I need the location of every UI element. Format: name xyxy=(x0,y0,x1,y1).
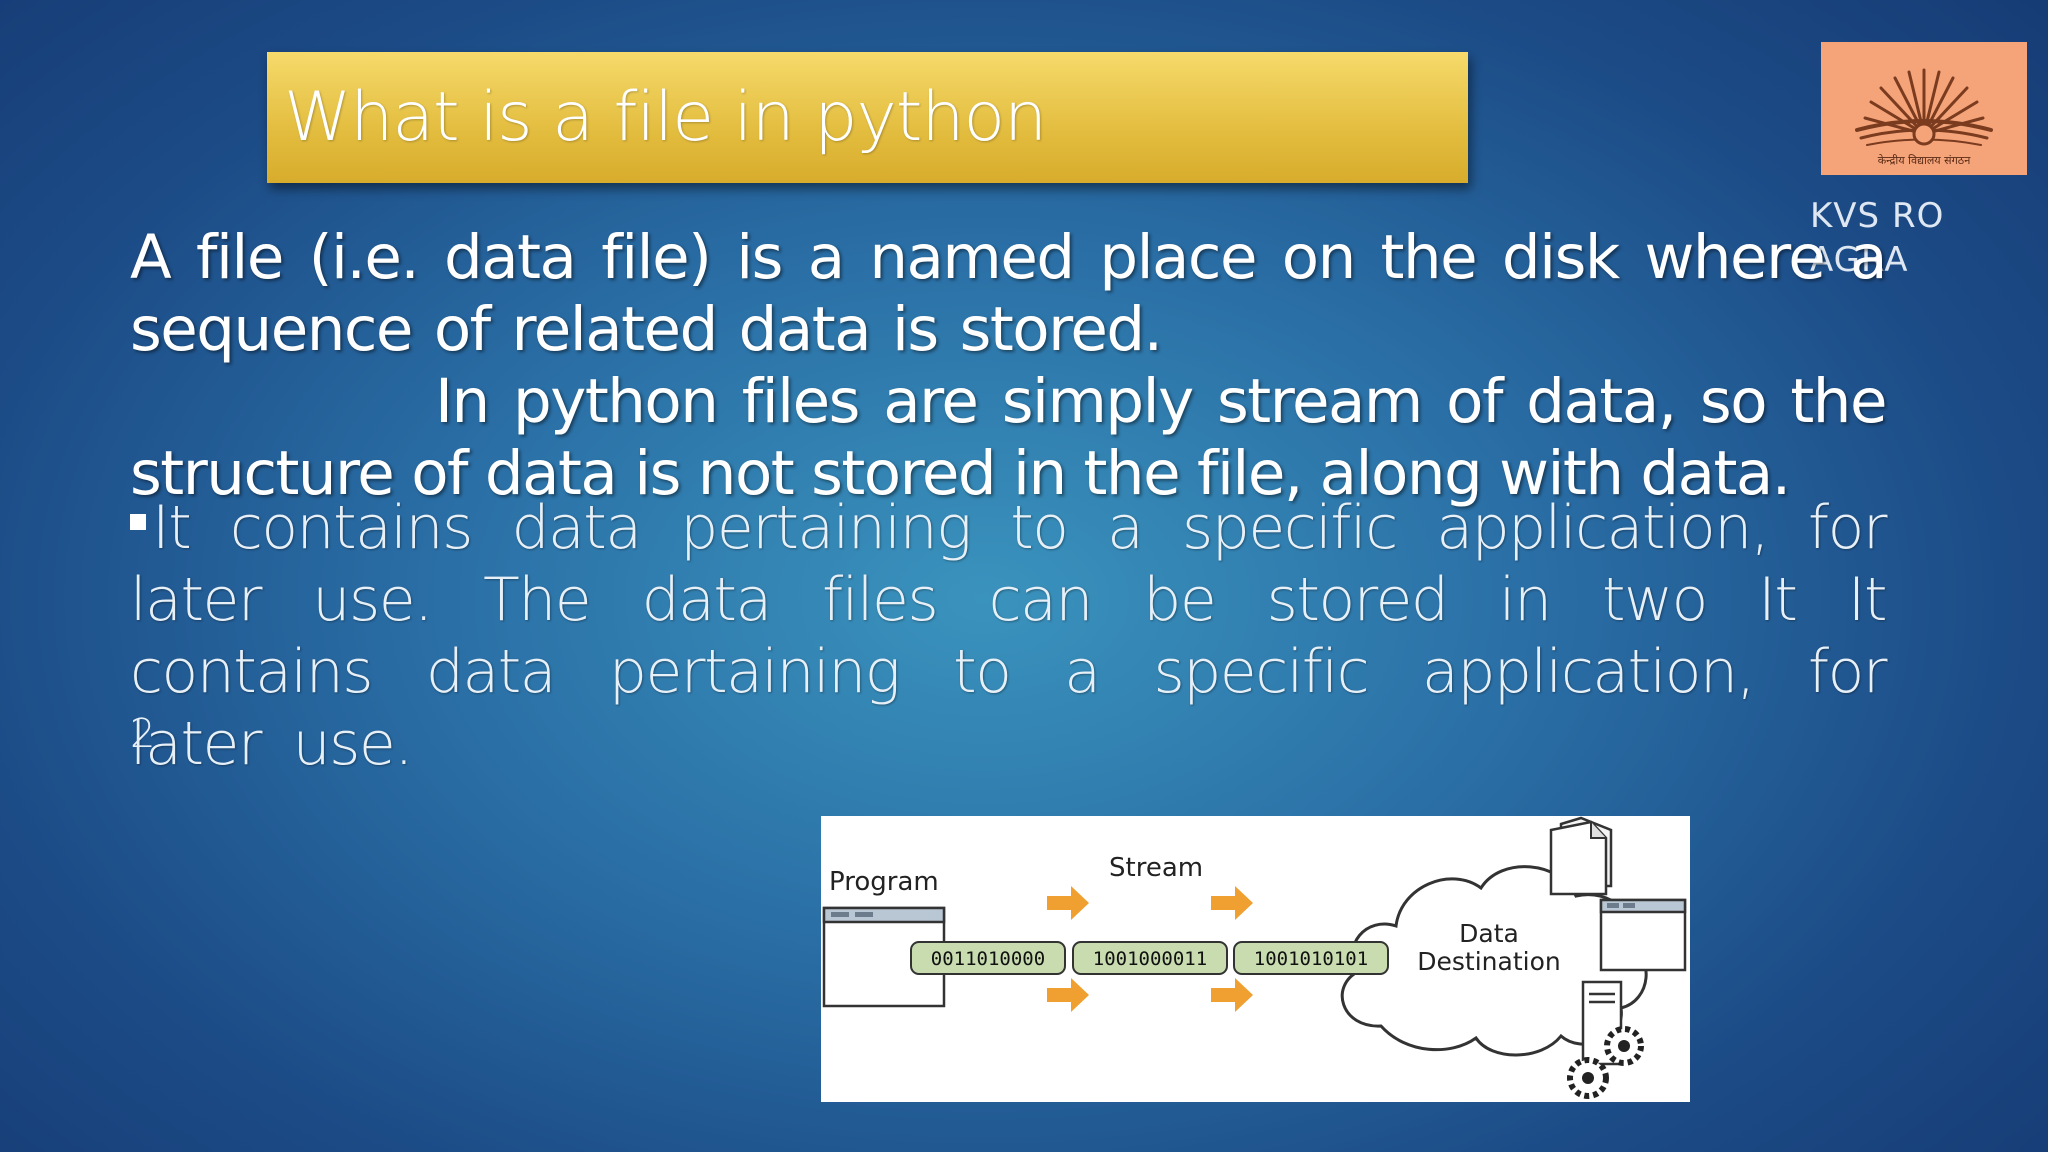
destination-label-line1: Data xyxy=(1459,919,1519,948)
paragraph-stream: In python files are simply stream of dat… xyxy=(130,366,1888,509)
chunk-2-label: 1001000011 xyxy=(1093,948,1207,970)
window-icon xyxy=(1599,898,1687,972)
paragraph-definition: A file (i.e. data file) is a named place… xyxy=(130,222,1888,365)
destination-label-line2: Destination xyxy=(1417,947,1560,976)
bullet-icon xyxy=(130,514,146,530)
chunk-3-label: 1001010101 xyxy=(1254,948,1368,970)
stream-diagram: Program Stream Data Destination 00110100… xyxy=(821,816,1690,1102)
data-chunk: 1001000011 xyxy=(1072,941,1228,975)
data-chunk: 1001010101 xyxy=(1233,941,1389,975)
sunrise-emblem-icon: केन्द्रीय विद्यालय संगठन xyxy=(1855,68,1993,167)
page-number: 2 xyxy=(130,711,156,757)
logo-text: केन्द्रीय विद्यालय संगठन xyxy=(1878,154,1972,167)
bullet-text: It contains data pertaining to a specifi… xyxy=(130,493,1888,779)
chunk-1-label: 0011010000 xyxy=(931,948,1045,970)
document-stack-icon xyxy=(1549,816,1613,896)
paragraph-bullet: It contains data pertaining to a specifi… xyxy=(130,492,1888,780)
data-chunk: 0011010000 xyxy=(910,941,1066,975)
title-banner xyxy=(267,52,1468,183)
slide-title: What is a file in python xyxy=(284,78,1047,157)
gears-icon xyxy=(1567,1026,1644,1099)
stream-label: Stream xyxy=(1109,853,1203,883)
kvs-logo: केन्द्रीय विद्यालय संगठन xyxy=(1821,42,2027,175)
stream-arrows-icon xyxy=(1047,886,1253,1012)
program-label: Program xyxy=(829,867,939,897)
logo-caption: KVS RO AGRA xyxy=(1810,196,1945,280)
